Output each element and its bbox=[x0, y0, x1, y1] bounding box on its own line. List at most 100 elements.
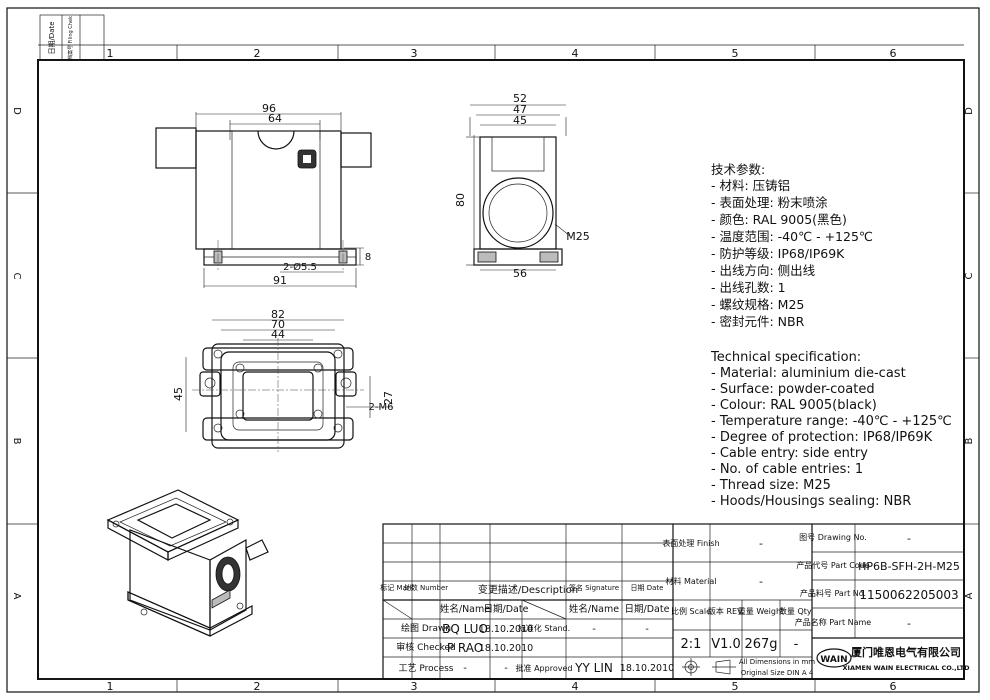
tb-part-name-label: 产品名称 Part Name bbox=[795, 617, 872, 627]
spec-cn-item: - 出线方向: 侧出线 bbox=[711, 263, 816, 278]
top-view: 82 70 44 45 27 2-M6 bbox=[172, 308, 395, 452]
column-number: 1 bbox=[107, 680, 114, 693]
row-letter: A bbox=[964, 592, 975, 599]
dim-2-m6: 2-M6 bbox=[369, 402, 394, 413]
spec-cn-item: - 表面处理: 粉末喷涂 bbox=[711, 195, 828, 210]
tb-part-no-label: 产品料号 Part No. bbox=[800, 588, 866, 598]
column-number: 3 bbox=[411, 47, 418, 60]
row-letter: A bbox=[11, 593, 22, 600]
tb-signature: 签名 Signature bbox=[569, 583, 619, 592]
dim-52: 52 bbox=[513, 92, 527, 105]
tb-finish-label: 表面处理 Finish bbox=[662, 538, 719, 548]
tb-number: 处数 Number bbox=[404, 583, 448, 592]
spec-cn-item: - 材料: 压铸铝 bbox=[711, 178, 790, 193]
spec-cn-item: - 防护等级: IP68/IP69K bbox=[711, 246, 845, 261]
isometric-view bbox=[106, 489, 269, 637]
spec-cn-item: - 颜色: RAL 9005(黑色) bbox=[711, 212, 847, 227]
column-ticks: 1 1 2 2 3 3 4 4 5 56 6 bbox=[107, 45, 897, 693]
projection-symbol-icon bbox=[682, 658, 736, 676]
spec-en-item: - Material: aluminium die-cast bbox=[711, 366, 906, 381]
spec-en-item: - Degree of protection: IP68/IP69K bbox=[711, 430, 933, 445]
title-block: 标记 Mark 处数 Number 变更描述/Description 签名 Si… bbox=[380, 523, 971, 680]
tb-approved: 批准 Approved bbox=[516, 663, 573, 673]
tb-rev-val: V1.0 bbox=[711, 637, 741, 652]
tb-mark: 标记 Mark bbox=[380, 583, 414, 592]
dim-8-front: 8 bbox=[365, 252, 371, 263]
spec-cn-title: 技术参数: bbox=[711, 162, 765, 177]
column-number: 2 bbox=[254, 47, 261, 60]
tb-description: 变更描述/Description bbox=[478, 583, 578, 596]
tb-weight-val: 267g bbox=[744, 637, 777, 652]
tb-part-name-val: - bbox=[907, 617, 911, 630]
tb-name-h2: 姓名/Name bbox=[569, 603, 619, 615]
tb-checked-name: P RAO bbox=[447, 641, 483, 655]
tb-part-no-val: 1150062205003 bbox=[859, 588, 958, 602]
tb-drawn-name: BQ LUO bbox=[442, 622, 488, 636]
dim-70: 70 bbox=[271, 318, 285, 331]
column-number: 3 bbox=[411, 680, 418, 693]
dim-2-d5-5: 2-Ø5.5 bbox=[283, 261, 317, 273]
tb-size-note: Original Size DIN A 4 bbox=[741, 669, 814, 677]
dim-80: 80 bbox=[454, 193, 467, 207]
tb-stand-name: - bbox=[592, 624, 596, 635]
row-letter: C bbox=[964, 272, 975, 279]
column-number: 2 bbox=[254, 680, 261, 693]
tb-part-code-val: HP6B-SFH-2H-M25 bbox=[858, 560, 960, 573]
outer-frame bbox=[6, 7, 980, 693]
tb-approved-name: YY LIN bbox=[574, 661, 613, 675]
tb-date: 日期 Date bbox=[631, 584, 664, 592]
column-number: 4 bbox=[572, 680, 579, 693]
tb-stand: 标准化 Stand. bbox=[518, 623, 570, 633]
logo-text: WAIN bbox=[820, 655, 847, 665]
company-en: XIAMEN WAIN ELECTRICAL CO.,LTD bbox=[843, 664, 971, 672]
column-number: 5 bbox=[732, 47, 739, 60]
tb-checked: 审核 Checked bbox=[396, 641, 455, 653]
tb-date-h: 日期/Date bbox=[484, 604, 529, 615]
column-number: 4 bbox=[572, 47, 579, 60]
spec-cn-item: - 出线孔数: 1 bbox=[711, 280, 786, 295]
company-cn: 厦门唯恩电气有限公司 bbox=[851, 645, 961, 659]
dim-64: 64 bbox=[268, 112, 282, 125]
tb-dims-note: All Dimensions in mm bbox=[739, 658, 815, 666]
row-letter: D bbox=[11, 107, 22, 115]
dim-56: 56 bbox=[513, 267, 527, 280]
column-number: 1 bbox=[107, 47, 114, 60]
tb-checked-date: 18.10.2010 bbox=[479, 643, 533, 654]
tb-drawn-date: 18.10.2010 bbox=[479, 624, 533, 635]
filing-date-label: 日期/Date bbox=[48, 21, 56, 54]
row-letter: C bbox=[11, 273, 22, 280]
dim-82: 82 bbox=[271, 308, 285, 321]
spec-en-title: Technical specification: bbox=[710, 350, 861, 365]
spec-cn-item: - 温度范围: -40℃ - +125℃ bbox=[711, 229, 873, 244]
specs-chinese: 技术参数: - 材料: 压铸铝 - 表面处理: 粉末喷涂 - 颜色: RAL 9… bbox=[711, 162, 873, 329]
tb-rev-label: 版本 REV. bbox=[708, 606, 744, 616]
row-letter: D bbox=[964, 107, 975, 115]
tb-name-h: 姓名/Name bbox=[440, 603, 490, 615]
spec-cn-item: - 密封元件: NBR bbox=[711, 314, 805, 329]
tb-date-h2: 日期/Date bbox=[625, 604, 670, 615]
tb-drawn: 绘图 Drawn bbox=[401, 622, 451, 634]
spec-en-item: - No. of cable entries: 1 bbox=[711, 462, 863, 477]
tb-material-val: - bbox=[759, 575, 763, 588]
tb-process-name: - bbox=[463, 663, 467, 674]
tb-weight-label: 重量 Weight bbox=[738, 606, 784, 616]
tb-approved-date: 18.10.2010 bbox=[620, 663, 674, 674]
dim-m25: M25 bbox=[566, 230, 590, 243]
tb-qty-val: - bbox=[794, 637, 799, 652]
tb-stand-date: - bbox=[645, 624, 649, 635]
column-number: 6 bbox=[890, 680, 897, 693]
spec-en-item: - Colour: RAL 9005(black) bbox=[711, 398, 877, 413]
spec-en-item: - Hoods/Housings sealing: NBR bbox=[711, 494, 911, 509]
tb-qty-label: 数量 Qty. bbox=[779, 606, 813, 616]
tb-finish-val: - bbox=[759, 537, 763, 550]
specs-english: Technical specification: - Material: alu… bbox=[710, 350, 952, 509]
tb-material-label: 材料 Material bbox=[665, 576, 716, 586]
tb-process: 工艺 Process bbox=[398, 663, 453, 674]
column-number: 6 bbox=[890, 47, 897, 60]
front-view: 96 64 2-Ø5.5 91 8 bbox=[155, 102, 372, 288]
spec-en-item: - Surface: powder-coated bbox=[711, 382, 875, 397]
row-letter: B bbox=[11, 438, 22, 445]
